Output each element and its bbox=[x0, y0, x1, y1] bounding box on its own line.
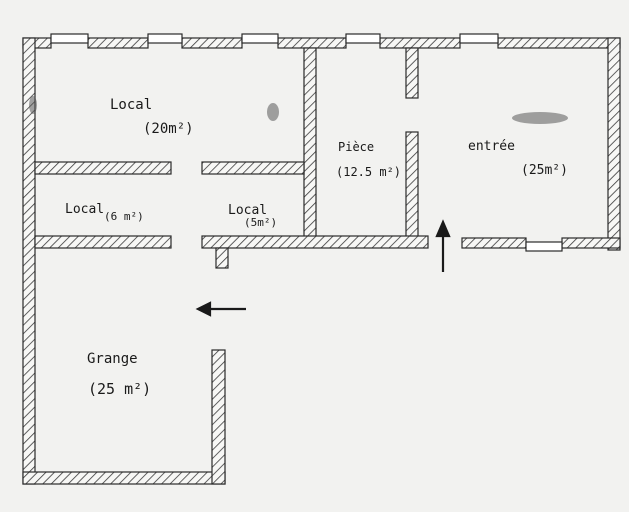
local-5-area: (5m²) bbox=[244, 216, 277, 229]
wall-bottom-entree-2 bbox=[561, 237, 621, 249]
smudge-1 bbox=[29, 96, 37, 114]
smudge-3 bbox=[512, 112, 568, 124]
piece-name: Pièce bbox=[338, 140, 374, 154]
wall-local20-left bbox=[34, 161, 172, 175]
window-3 bbox=[241, 33, 279, 44]
wall-local5-bottom bbox=[201, 235, 429, 249]
wall-top-6 bbox=[497, 37, 621, 49]
window-1 bbox=[50, 33, 89, 44]
window-5 bbox=[459, 33, 499, 44]
wall-local6-bottom bbox=[34, 235, 172, 249]
arrows bbox=[195, 219, 451, 317]
smudges bbox=[29, 96, 568, 124]
entree-name: entrée bbox=[468, 139, 515, 154]
arrow-left-icon bbox=[195, 301, 212, 317]
wall-local20-right bbox=[201, 161, 305, 175]
window-4 bbox=[345, 33, 381, 44]
smudge-2 bbox=[267, 103, 279, 121]
wall-bottom-grange bbox=[22, 471, 226, 485]
wall-piece-entree-upper bbox=[405, 47, 419, 99]
grange-name: Grange bbox=[87, 351, 138, 367]
wall-right bbox=[607, 37, 621, 251]
windows bbox=[50, 33, 563, 252]
wall-stub bbox=[215, 247, 229, 269]
wall-piece-entree-lower bbox=[405, 131, 419, 239]
exterior-walls bbox=[22, 37, 621, 485]
wall-top-5 bbox=[379, 37, 461, 49]
local-5-name: Local bbox=[228, 203, 267, 218]
room-labels: Local (20m²) Local (6 m²) Local (5m²) Pi… bbox=[65, 97, 568, 398]
wall-top-3 bbox=[181, 37, 243, 49]
window-2 bbox=[147, 33, 183, 44]
local-6-name: Local bbox=[65, 202, 104, 217]
window-6 bbox=[525, 241, 563, 252]
interior-walls bbox=[34, 47, 429, 269]
local-20-name: Local bbox=[110, 97, 152, 113]
wall-right-grange bbox=[211, 349, 226, 485]
wall-top-4 bbox=[277, 37, 347, 49]
entree-area: (25m²) bbox=[521, 163, 568, 178]
arrow-up-icon bbox=[435, 219, 451, 238]
local-6-area: (6 m²) bbox=[104, 210, 144, 223]
wall-top-2 bbox=[87, 37, 149, 49]
local-20-area: (20m²) bbox=[143, 121, 194, 137]
grange-area: (25 m²) bbox=[88, 380, 151, 398]
wall-bottom-entree-1 bbox=[461, 237, 527, 249]
piece-area: (12.5 m²) bbox=[336, 165, 401, 179]
wall-locals-piece bbox=[303, 47, 317, 239]
